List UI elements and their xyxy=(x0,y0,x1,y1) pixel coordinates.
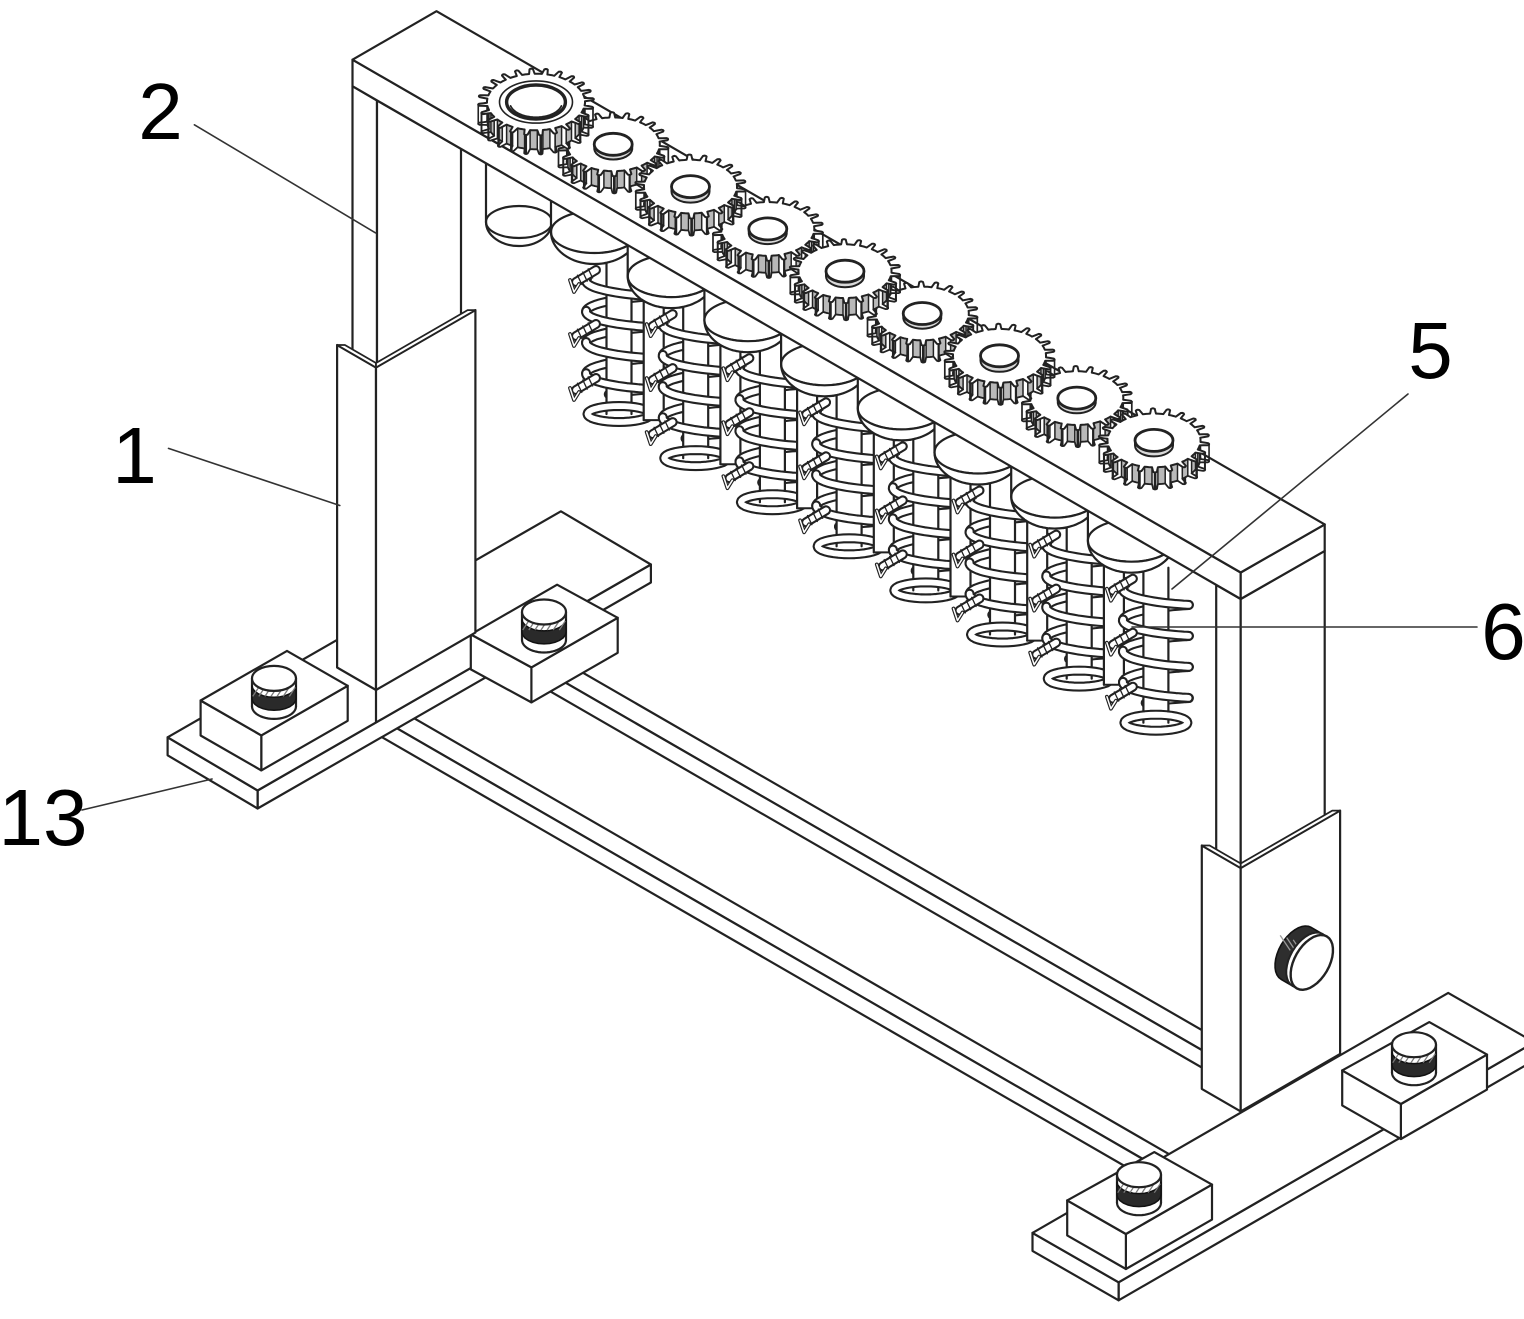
svg-text:5: 5 xyxy=(1408,306,1453,395)
svg-text:6: 6 xyxy=(1481,587,1524,676)
svg-text:13: 13 xyxy=(0,773,87,862)
svg-text:2: 2 xyxy=(138,67,183,156)
svg-text:1: 1 xyxy=(112,411,157,500)
